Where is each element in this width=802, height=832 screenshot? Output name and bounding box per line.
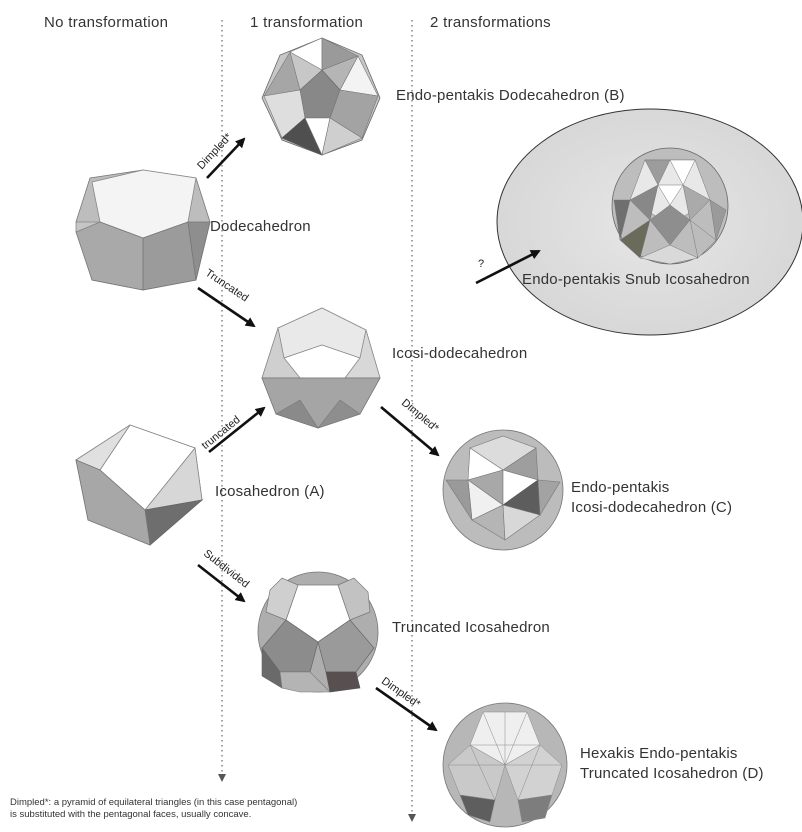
footnote-line1: Dimpled*: a pyramid of equilateral trian…	[10, 797, 298, 808]
truncated-icosahedron-solid	[257, 571, 379, 693]
label-icosidodecahedron: Icosi-dodecahedron	[392, 345, 528, 362]
arrow-truncated-dodeca	[197, 286, 256, 328]
label-dodecahedron: Dodecahedron	[210, 218, 311, 235]
endo-icosidodecahedron-solid	[442, 429, 564, 551]
column-header-two: 2 transformations	[430, 14, 551, 31]
label-hexakis-line2: Truncated Icosahedron (D)	[580, 765, 764, 782]
label-endo-icosidodecahedron: Endo-pentakis Icosi-dodecahedron (C)	[571, 478, 732, 518]
label-endo-dodecahedron: Endo-pentakis Dodecahedron (B)	[396, 87, 625, 104]
arrow-subdivided	[197, 563, 246, 603]
snub-icosahedron-solid	[611, 147, 729, 265]
arrow-question	[475, 249, 541, 285]
arrow-dimpled-b	[206, 137, 246, 179]
label-endo-icosidodecahedron-line2: Icosi-dodecahedron (C)	[571, 499, 733, 516]
arrow-dimpled-c	[380, 406, 440, 457]
icosahedron-solid	[75, 424, 204, 546]
label-truncated-icosahedron: Truncated Icosahedron	[392, 619, 550, 636]
arrow-dimpled-d	[375, 686, 438, 732]
column-header-none: No transformation	[44, 14, 169, 31]
dodecahedron-solid	[75, 169, 211, 291]
column-header-one: 1 transformation	[250, 14, 364, 31]
arrow-truncated-icosa	[208, 406, 266, 454]
footnote: Dimpled*: a pyramid of equilateral trian…	[10, 797, 410, 821]
footnote-line2: is substituted with the pentagonal faces…	[10, 809, 252, 820]
label-snub-icosahedron: Endo-pentakis Snub Icosahedron	[522, 271, 750, 288]
label-hexakis: Hexakis Endo-pentakis Truncated Icosahed…	[580, 744, 764, 784]
label-icosahedron: Icosahedron (A)	[215, 483, 325, 500]
icosidodecahedron-solid	[261, 307, 381, 429]
hexakis-solid	[442, 702, 568, 828]
label-hexakis-line1: Hexakis Endo-pentakis	[580, 745, 738, 762]
arrow-label-question: ?	[478, 258, 485, 270]
label-endo-icosidodecahedron-line1: Endo-pentakis	[571, 479, 670, 496]
endo-dodecahedron-solid	[261, 37, 381, 156]
